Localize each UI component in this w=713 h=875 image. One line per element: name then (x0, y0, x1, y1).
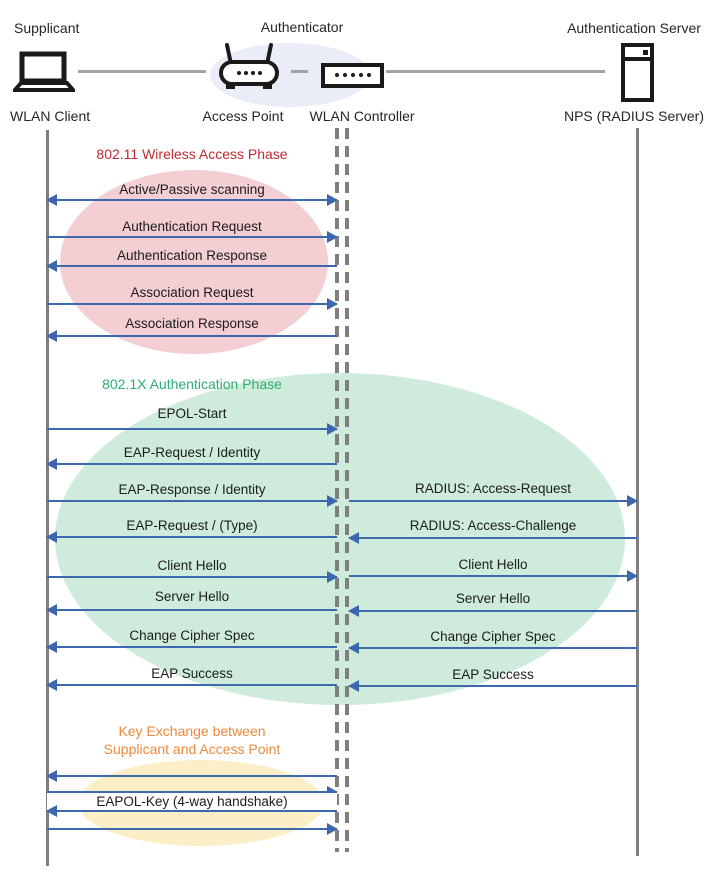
arrow-active-passive-scanning (46, 194, 338, 206)
message-label: Change Cipher Spec (129, 628, 255, 643)
message-label: Client Hello (157, 558, 227, 573)
label-nps-radius-server: NPS (RADIUS Server) (563, 108, 705, 124)
arrow-authentication-response (46, 260, 337, 272)
phase3-title-line1: Key Exchange between (118, 723, 266, 739)
role-supplicant: Supplicant (14, 20, 80, 36)
arrow-client-hello-right (349, 570, 638, 582)
arrow-eap-request-type (46, 531, 337, 543)
message-label: RADIUS: Access-Challenge (409, 518, 577, 533)
arrow-key-exchange-2 (47, 786, 338, 798)
arrow-key-exchange-4 (47, 823, 338, 835)
lifeline-wlan-controller-left (335, 128, 339, 852)
label-wlan-controller: WLAN Controller (309, 108, 415, 124)
connector-ap-controller (291, 70, 308, 73)
arrow-association-request (47, 298, 338, 310)
server-tower-icon (621, 43, 654, 102)
message-label: Client Hello (458, 557, 528, 572)
label-wlan-client: WLAN Client (10, 108, 91, 124)
message-label: EAP Success (151, 666, 233, 681)
arrow-key-exchange-3 (46, 805, 337, 817)
lifeline-wlan-controller-right (345, 128, 349, 852)
arrow-server-hello-right (348, 605, 637, 617)
lifeline-wlan-client (46, 130, 49, 866)
lifeline-radius-server (636, 128, 639, 856)
message-label: EAP Success (452, 667, 534, 682)
arrow-eap-success-right (348, 680, 637, 692)
message-label: RADIUS: Access-Request (414, 481, 572, 496)
message-label: Server Hello (154, 589, 230, 604)
phase3-title-line2: Supplicant and Access Point (103, 741, 281, 757)
connector-controller-server (386, 70, 605, 73)
message-label: EAP-Request / (Type) (126, 518, 258, 533)
arrow-association-response (46, 330, 337, 342)
message-label: EAP-Response / Identity (118, 482, 266, 497)
message-label: EAPOL-Key (4-way handshake) (47, 793, 337, 811)
message-label: Association Request (130, 285, 254, 300)
message-label: EAP-Request / Identity (123, 445, 261, 460)
message-label: Active/Passive scanning (119, 182, 265, 197)
laptop-icon (13, 51, 75, 92)
wireless-router-icon (219, 43, 279, 89)
message-label: Server Hello (455, 591, 531, 606)
arrow-change-cipher-spec-right (348, 642, 637, 654)
arrow-epol-start (47, 423, 338, 435)
arrow-change-cipher-spec-left (46, 641, 337, 653)
arrow-authentication-request (47, 231, 338, 243)
label-access-point: Access Point (202, 108, 284, 124)
connector-client-ap (78, 70, 206, 73)
message-label: Association Response (125, 316, 259, 331)
message-label: EPOL-Start (157, 406, 227, 421)
message-label: Authentication Request (122, 219, 262, 234)
arrow-key-exchange-1 (46, 770, 337, 782)
phase2-title: 802.1X Authentication Phase (102, 376, 282, 392)
message-label: Authentication Response (116, 248, 268, 263)
role-authentication-server: Authentication Server (567, 20, 701, 36)
message-label: Change Cipher Spec (430, 629, 556, 644)
arrow-radius-access-request (349, 495, 638, 507)
arrow-eap-request-identity (46, 458, 337, 470)
role-authenticator: Authenticator (260, 19, 344, 35)
arrow-radius-access-challenge (348, 532, 637, 544)
arrow-eap-response-identity (47, 495, 338, 507)
arrow-server-hello-left (46, 604, 337, 616)
arrow-eap-success-left (46, 679, 337, 691)
phase1-title: 802.11 Wireless Access Phase (96, 146, 288, 162)
wlan-controller-icon (321, 63, 384, 88)
arrow-client-hello-left (47, 571, 338, 583)
